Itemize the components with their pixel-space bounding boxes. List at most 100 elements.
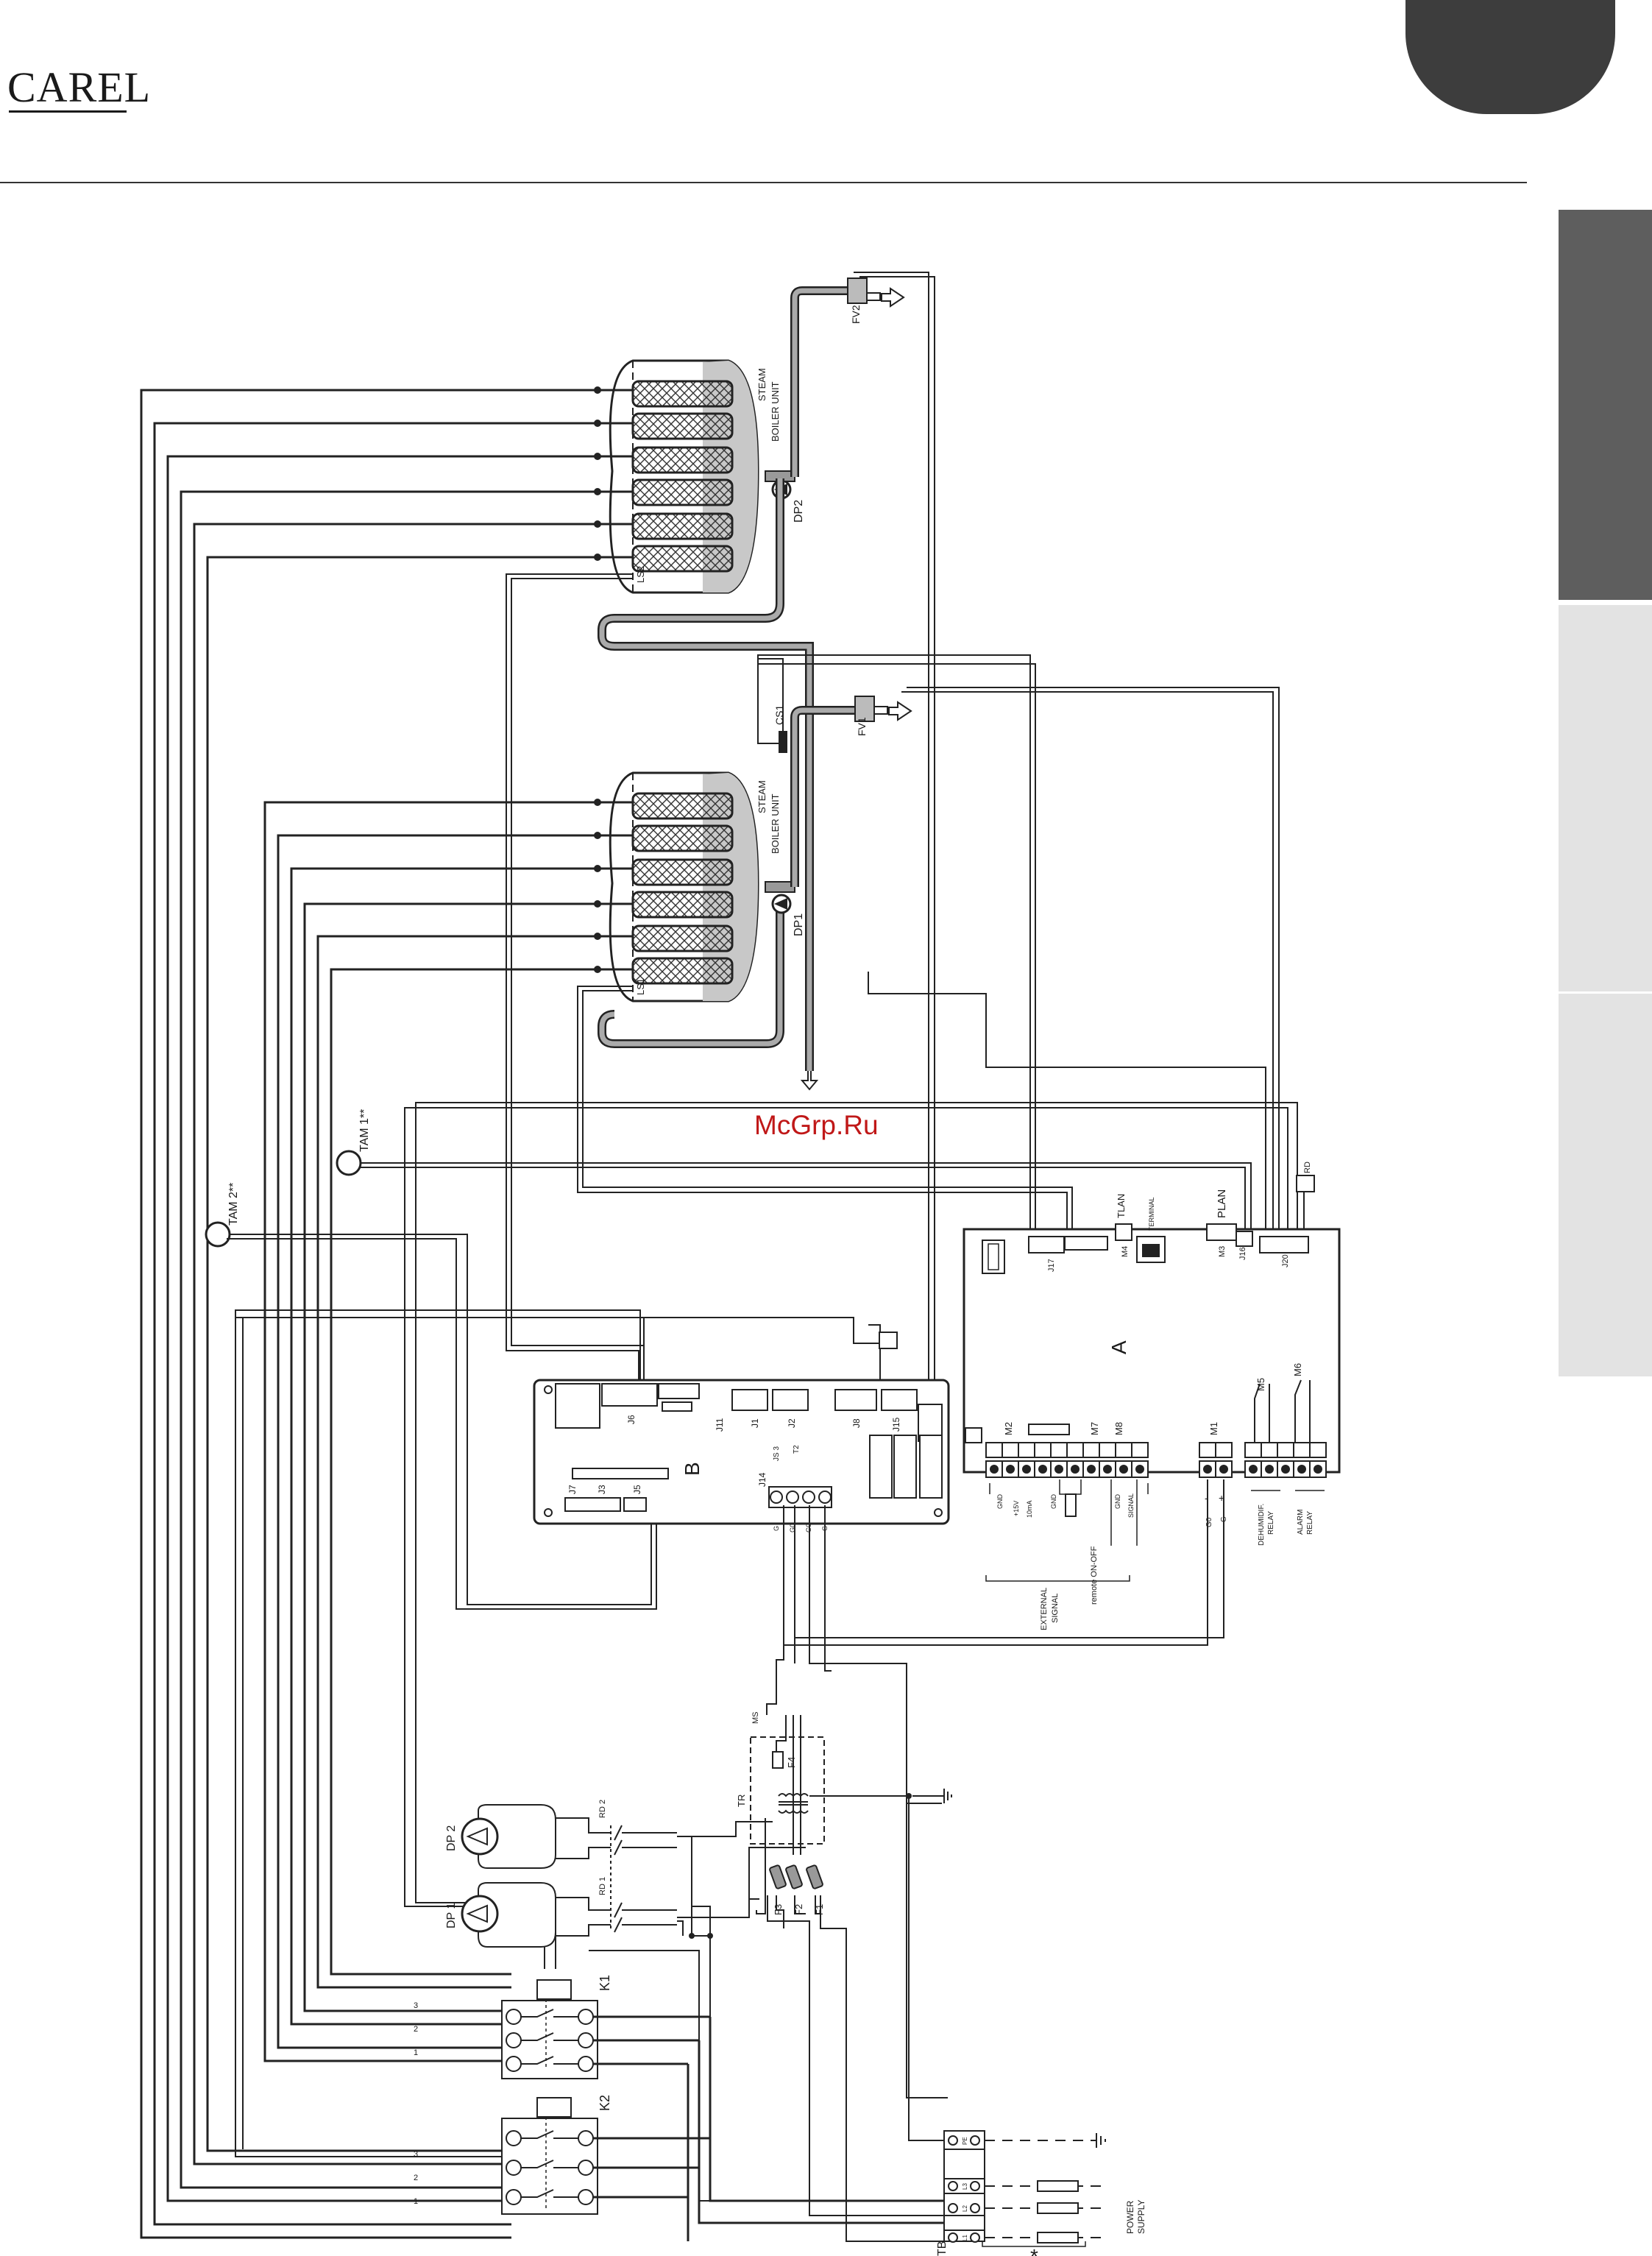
board-a-m4: M4 <box>1121 1246 1130 1257</box>
external-signal-label-1: EXTERNAL <box>1040 1588 1049 1630</box>
board-b-j14-pins: G G0 G0 G <box>773 1524 829 1532</box>
contactor-k1-label: K1 <box>598 1975 612 1991</box>
board-a-plan: PLAN <box>1216 1189 1228 1218</box>
section-tab[interactable] <box>1559 994 1652 1376</box>
board-a-name: A <box>1107 1340 1130 1354</box>
board-a-m5: M5 <box>1255 1378 1266 1391</box>
terminal-block-label: TB <box>936 2241 949 2256</box>
control-board-a <box>963 1223 1341 1474</box>
board-a-m7: M7 <box>1089 1422 1100 1435</box>
board-a-terminal: TERMINAL <box>1148 1197 1155 1231</box>
board-a-screws <box>990 1465 1322 1474</box>
remote-on-off-label: remote ON-OFF <box>1090 1546 1099 1605</box>
board-b-t2: T2 <box>793 1445 801 1454</box>
power-wiring <box>589 1505 948 2242</box>
power-supply-note: * <box>1030 2245 1038 2256</box>
transformer-label: TR <box>736 1794 747 1807</box>
fuse-f3-label: F3 <box>773 1904 784 1915</box>
board-a-tlan: TLAN <box>1116 1194 1127 1218</box>
transformer-tr <box>772 1751 909 1814</box>
dehumidif-relay-label-2: RELAY <box>1267 1511 1275 1535</box>
k2-contact-numbers: 3 2 1 <box>414 2150 418 2206</box>
board-b-j7: J7 <box>567 1485 578 1494</box>
drain-pump-dp1 <box>765 881 795 914</box>
transformer-enclosure <box>750 1736 825 1845</box>
board-a-m1-pins: G0 G <box>1205 1516 1228 1527</box>
pin-label: GND <box>1114 1494 1121 1510</box>
k2-contact-3: 3 <box>414 2150 418 2159</box>
board-b-js3: JS 3 <box>773 1446 781 1461</box>
ammeter-tam1-label: TAM 1** <box>358 1109 371 1152</box>
board-a-m2: M2 <box>1003 1422 1014 1435</box>
fill-valve-1-label: FV1 <box>856 717 868 736</box>
relay-contacts <box>1254 1379 1311 1443</box>
pump-motor-1-label: DP 1 <box>445 1903 458 1928</box>
pump-relay-2-label: RD 2 <box>598 1800 607 1818</box>
board-b-j14: J14 <box>757 1472 767 1487</box>
board-b-j5: J5 <box>632 1485 642 1494</box>
dehumidif-relay-label-1: DEHUMIDIF. <box>1258 1504 1266 1546</box>
steam-boiler-2 <box>594 359 759 594</box>
section-tab-active[interactable] <box>1559 210 1652 600</box>
board-b-j1: J1 <box>750 1418 760 1428</box>
fuse-f4-label: F4 <box>786 1757 797 1768</box>
board-a-j20: J20 <box>1281 1254 1290 1267</box>
terminal-l2: L2 <box>962 2205 968 2212</box>
board-b-name: B <box>681 1462 703 1476</box>
power-supply-lines <box>908 1796 1106 2247</box>
ms-label: MS <box>751 1712 760 1725</box>
fill-valve-fv2 <box>790 277 905 477</box>
ammeter-tam1 <box>336 1150 1252 1233</box>
terminal-labels: PE L3 L2 L1 <box>962 2137 968 2241</box>
terminal-block-tb <box>943 2130 985 2243</box>
pump-motor-2-label: DP 2 <box>445 1825 458 1851</box>
supply-fuses <box>1037 2180 1079 2243</box>
pin-label: 10mA <box>1026 1500 1033 1518</box>
bracket <box>989 1483 1149 1494</box>
board-a-m3: M3 <box>1218 1246 1227 1257</box>
ammeter-tam2 <box>205 1221 657 1610</box>
header-rule <box>0 182 1527 183</box>
drain-pump-2-label: DP2 <box>793 500 805 523</box>
pin-label: GND <box>996 1494 1004 1510</box>
power-supply-label-1: POWER <box>1125 2200 1135 2234</box>
steam-boiler-1 <box>594 771 759 1003</box>
pump-relay-contacts <box>600 1825 677 1933</box>
contactor-k2 <box>501 2097 710 2215</box>
board-a-m2-pins: GND +15V 10mA GND GND SIGNAL <box>996 1493 1135 1518</box>
boiler-2-label-steam: STEAM <box>756 368 767 401</box>
power-supply-label-2: SUPPLY <box>1136 2200 1146 2234</box>
section-tab[interactable] <box>1559 605 1652 991</box>
carel-logo: CAREL <box>7 63 152 111</box>
level-sensor-ls2: LS2 <box>635 566 646 583</box>
terminal-l1: L1 <box>962 2235 968 2241</box>
k1-contact-2: 2 <box>414 2025 418 2034</box>
watermark: McGrp.Ru <box>754 1110 879 1140</box>
k2-contact-1: 1 <box>414 2197 418 2206</box>
k1-contact-numbers: 3 2 1 <box>414 2001 418 2057</box>
board-a-terminal-row <box>985 1442 1327 1478</box>
board-b-j11: J11 <box>715 1418 725 1432</box>
pin-label: GND <box>1050 1494 1057 1510</box>
board-a-rd-label: RD <box>1303 1161 1312 1173</box>
board-a-m6: M6 <box>1292 1363 1303 1376</box>
pin-label: +15V <box>1013 1501 1020 1516</box>
control-board-b <box>533 1379 950 1525</box>
terminal-pe: PE <box>962 2137 968 2145</box>
boiler-1-label-unit: BOILER UNIT <box>770 793 781 854</box>
fuse-f2-label: F2 <box>793 1904 804 1915</box>
pump-relay-1-label: RD 1 <box>598 1877 607 1895</box>
board-a-j17: J17 <box>1047 1259 1056 1272</box>
fuse-f1-label: F1 <box>814 1904 825 1915</box>
ammeter-tam2-label: TAM 2** <box>227 1183 240 1226</box>
board-a-j16: J16 <box>1238 1247 1247 1260</box>
board-a-m1: M1 <box>1208 1422 1219 1435</box>
board-a-m8: M8 <box>1113 1422 1124 1435</box>
remote-switch <box>1065 1493 1077 1517</box>
k1-contact-3: 3 <box>414 2001 418 2010</box>
ground-icon <box>912 1789 952 1803</box>
boiler-1-label-steam: STEAM <box>756 780 767 813</box>
logo-underline <box>9 110 127 113</box>
drain-pipe <box>598 478 819 1091</box>
